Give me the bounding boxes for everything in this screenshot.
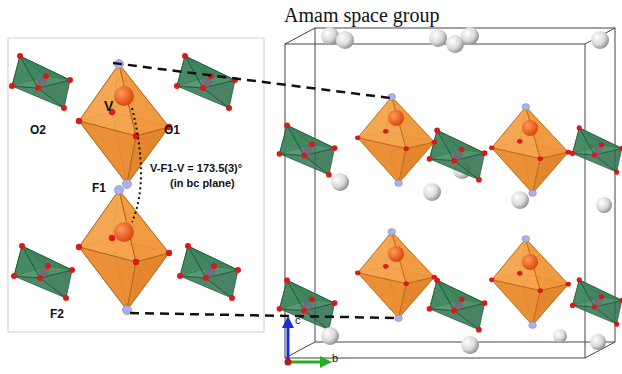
axis-label: c xyxy=(295,314,301,327)
atom-label: O2 xyxy=(30,124,46,138)
atom-label: O1 xyxy=(164,124,180,138)
atom-label: F2 xyxy=(50,308,64,322)
angle-annotation: (in bc plane) xyxy=(170,177,235,190)
atom-label: F1 xyxy=(92,182,106,196)
atom-label: V xyxy=(104,98,113,114)
angle-annotation: V-F1-V = 173.5(3)° xyxy=(150,162,242,175)
figure-title: Amam space group xyxy=(284,4,440,27)
axis-label: b xyxy=(332,352,338,365)
